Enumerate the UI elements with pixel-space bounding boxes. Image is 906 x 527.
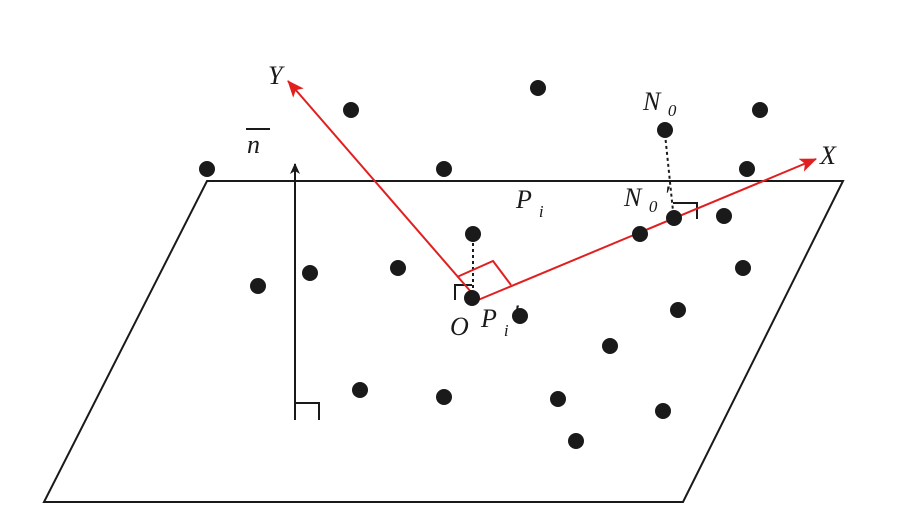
point bbox=[602, 338, 618, 354]
point bbox=[250, 278, 266, 294]
point bbox=[655, 403, 671, 419]
point bbox=[343, 102, 359, 118]
point bbox=[568, 433, 584, 449]
noise-point-subscript: 0 bbox=[668, 101, 677, 120]
point bbox=[390, 260, 406, 276]
plane-point-label: P i bbox=[515, 185, 544, 221]
noise-projection-dashed-line bbox=[664, 133, 674, 212]
plane-point-subscript: i bbox=[539, 202, 544, 221]
point bbox=[735, 260, 751, 276]
point bbox=[670, 302, 686, 318]
plane-point-letter: P bbox=[515, 185, 532, 214]
point bbox=[199, 161, 215, 177]
projected-point-subscript: i bbox=[504, 321, 509, 340]
point bbox=[436, 161, 452, 177]
plane-point bbox=[465, 226, 481, 242]
y-axis-label: Y bbox=[268, 61, 285, 90]
right-angle-icon bbox=[295, 402, 320, 420]
x-axis bbox=[477, 158, 817, 301]
point bbox=[739, 161, 755, 177]
point bbox=[632, 226, 648, 242]
noise-projection-letter: N bbox=[623, 183, 643, 212]
projected-point-prime: ′ bbox=[513, 300, 519, 329]
normal-vector bbox=[290, 163, 320, 420]
point bbox=[716, 208, 732, 224]
origin-point bbox=[464, 290, 480, 306]
point bbox=[752, 102, 768, 118]
noise-projection-prime: ′ bbox=[664, 181, 670, 210]
point bbox=[550, 391, 566, 407]
point bbox=[302, 265, 318, 281]
noise-right-angle-icon bbox=[673, 202, 698, 219]
point bbox=[352, 382, 368, 398]
normal-label: n bbox=[247, 130, 260, 159]
point-cloud bbox=[199, 80, 768, 449]
noise-point-letter: N bbox=[642, 87, 662, 116]
origin-label: O bbox=[450, 312, 469, 341]
projected-point-letter: P bbox=[480, 304, 497, 333]
projected-point-label: P i ′ bbox=[480, 300, 519, 342]
plane-outline bbox=[42, 180, 845, 503]
point bbox=[436, 389, 452, 405]
axes-right-angle-icon bbox=[456, 259, 512, 286]
local-axes bbox=[287, 80, 817, 301]
noise-projection-point bbox=[666, 210, 682, 226]
noise-point bbox=[657, 122, 673, 138]
point bbox=[512, 308, 528, 324]
point bbox=[530, 80, 546, 96]
noise-point-label: N 0 bbox=[642, 87, 677, 120]
origin-right-angle-icon bbox=[454, 284, 472, 300]
y-axis bbox=[287, 80, 479, 301]
noise-projection-label: N 0 ′ bbox=[623, 181, 670, 218]
noise-projection-subscript: 0 bbox=[649, 197, 658, 216]
x-axis-label: X bbox=[819, 141, 837, 170]
